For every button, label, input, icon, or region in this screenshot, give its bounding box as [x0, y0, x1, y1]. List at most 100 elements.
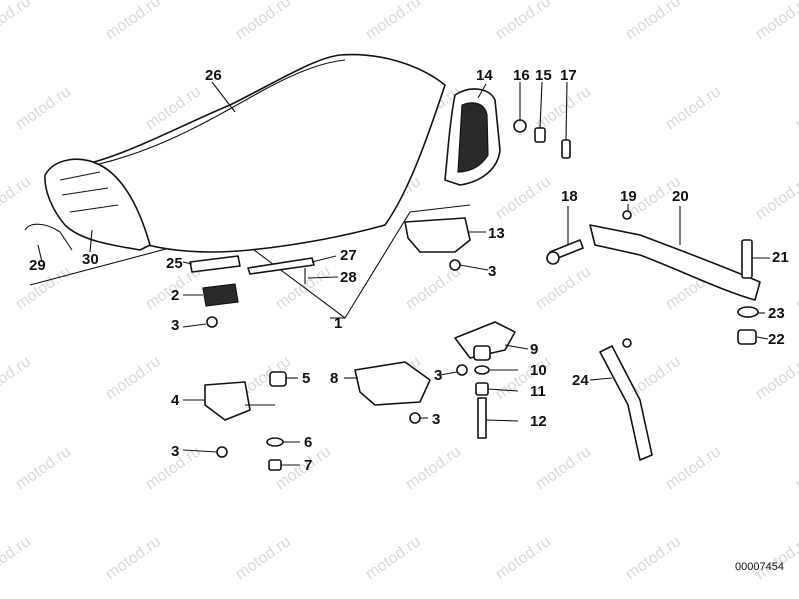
callout-28: 28 — [340, 269, 357, 286]
watermark-text: motod.ru — [793, 443, 799, 493]
watermark-text: motod.ru — [493, 173, 554, 223]
callout-10: 10 — [530, 362, 547, 379]
callout-23: 23 — [768, 305, 785, 322]
callout-8: 8 — [330, 370, 338, 387]
callout-3: 3 — [434, 367, 442, 384]
watermark-text: motod.ru — [103, 353, 164, 403]
screw-3-left — [206, 316, 218, 328]
watermark-text: motod.ru — [363, 533, 424, 583]
callout-3: 3 — [171, 317, 179, 334]
watermark-text: motod.ru — [753, 173, 799, 223]
seat-piping — [94, 59, 346, 166]
watermark-text: motod.ru — [793, 83, 799, 133]
callout-7: 7 — [304, 457, 312, 474]
watermark-text: motod.ru — [533, 263, 594, 313]
screw-3-lower — [216, 446, 228, 458]
callout-2: 2 — [171, 287, 179, 304]
watermark-text: motod.ru — [753, 0, 799, 43]
watermark-text: motod.ru — [493, 0, 554, 43]
watermark-text: motod.ru — [233, 0, 294, 43]
drawing-code: 00007454 — [735, 561, 784, 573]
watermark-text: motod.ru — [363, 0, 424, 43]
callout-21: 21 — [772, 249, 789, 266]
callout-12: 12 — [530, 413, 547, 430]
washer-16 — [513, 119, 527, 133]
rear-cover-inner — [457, 102, 489, 173]
nut-7 — [268, 459, 282, 471]
callout-17: 17 — [560, 67, 577, 84]
screw-3-top — [449, 259, 461, 271]
sleeve-11 — [475, 382, 489, 396]
callout-11: 11 — [530, 383, 546, 400]
watermark-text: motod.ru — [103, 533, 164, 583]
callout-18: 18 — [561, 188, 578, 205]
nut-22 — [737, 329, 757, 345]
watermark-text: motod.ru — [623, 0, 684, 43]
callout-3: 3 — [488, 263, 496, 280]
rubber-mount-13 — [404, 217, 471, 253]
watermark-text: motod.ru — [753, 533, 799, 583]
callout-30: 30 — [82, 251, 99, 268]
screw-17 — [561, 139, 571, 159]
washer-23 — [737, 306, 759, 318]
watermark-text: motod.ru — [0, 0, 34, 43]
watermark-text: motod.ru — [663, 443, 724, 493]
buffer-9 — [473, 345, 491, 361]
watermark-text: motod.ru — [403, 443, 464, 493]
callout-25: 25 — [166, 255, 183, 272]
callout-16: 16 — [513, 67, 530, 84]
callout-3: 3 — [432, 411, 440, 428]
seat-strap-20 — [589, 224, 761, 301]
trim-strip-27 — [247, 257, 315, 275]
callout-24: 24 — [572, 372, 589, 389]
watermark-text: motod.ru — [103, 0, 164, 43]
screw-3-mid — [409, 412, 421, 424]
lever-24 — [599, 345, 653, 461]
pin-18-head — [546, 251, 560, 265]
callout-9: 9 — [530, 341, 538, 358]
rubber-mount-8 — [354, 361, 431, 406]
callout-13: 13 — [488, 225, 505, 242]
watermark-text: motod.ru — [0, 353, 34, 403]
callout-19: 19 — [620, 188, 637, 205]
rubber-mount-2 — [202, 283, 239, 307]
callout-22: 22 — [768, 331, 785, 348]
seat-tail-pan — [44, 158, 151, 251]
callout-3: 3 — [171, 443, 179, 460]
callout-29: 29 — [29, 257, 46, 274]
watermark-text: motod.ru — [493, 533, 554, 583]
screw-21 — [741, 239, 753, 279]
rubber-mount-9 — [454, 321, 516, 359]
callout-27: 27 — [340, 247, 357, 264]
watermark-text: motod.ru — [753, 353, 799, 403]
watermark-text: motod.ru — [13, 443, 74, 493]
callout-15: 15 — [535, 67, 552, 84]
leader-lines — [37, 81, 770, 466]
plate-25 — [189, 255, 241, 273]
callout-5: 5 — [302, 370, 310, 387]
watermark-text: motod.ru — [793, 263, 799, 313]
watermark-text: motod.ru — [663, 83, 724, 133]
watermark-text: motod.ru — [623, 533, 684, 583]
callout-1: 1 — [334, 315, 342, 332]
seat-strap — [24, 223, 73, 251]
nut-10 — [474, 365, 490, 375]
watermark-text: motod.ru — [13, 83, 74, 133]
callout-4: 4 — [171, 392, 180, 409]
callout-14: 14 — [476, 67, 493, 84]
callout-26: 26 — [205, 67, 222, 84]
watermark-text: motod.ru — [233, 533, 294, 583]
callout-20: 20 — [672, 188, 689, 205]
clip-19-top — [622, 210, 632, 220]
bolt-12 — [477, 397, 487, 439]
rubber-mount-4 — [204, 381, 251, 421]
watermark-text: motod.ru — [0, 173, 34, 223]
watermark-text: motod.ru — [0, 533, 34, 583]
screw-3-right — [456, 364, 468, 376]
callout-6: 6 — [304, 434, 312, 451]
buffer-5 — [269, 371, 287, 387]
washer-6 — [266, 437, 284, 447]
